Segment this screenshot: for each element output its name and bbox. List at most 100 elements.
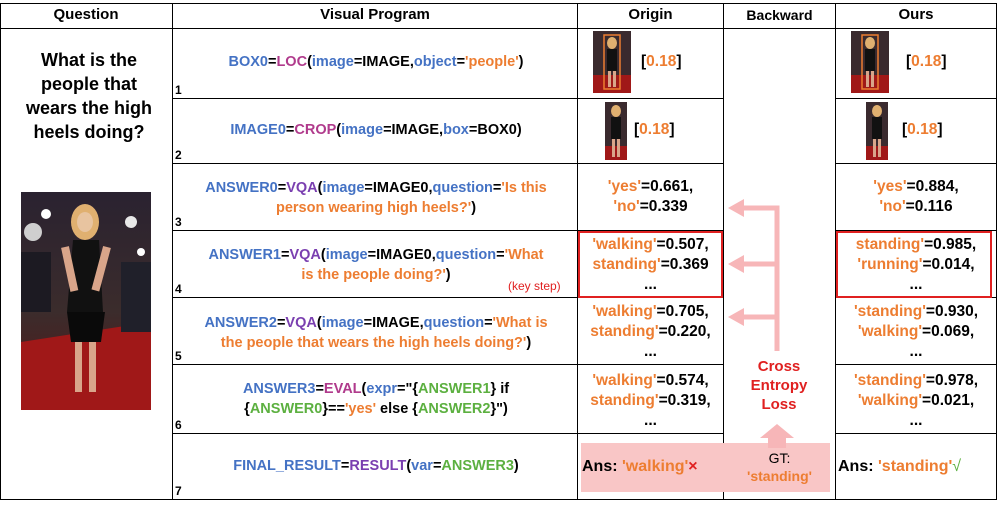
question-line: wears the high [25,98,153,118]
origin-final-answer: Ans: 'walking'× [582,458,698,475]
ours-answer0: 'yes'=0.884, 'no'=0.116 [873,178,959,215]
origin-answer2: 'walking'=0.705, standing'=0.220, ... [590,303,711,360]
step-number: 4 [175,282,182,296]
program-token: = [280,247,290,263]
program-token: LOC [276,54,308,70]
row-divider [836,98,996,99]
program-token: person wearing high heels?' [275,200,472,216]
row-divider [172,433,723,434]
header-origin: Origin [628,6,673,23]
program-token: ( [317,180,323,196]
header-divider [0,28,997,29]
program-token: = [276,315,286,331]
program-token: 'Is this [501,180,547,196]
ours-box-score: [0.18] [906,53,947,70]
arrow-head-icon [728,199,744,217]
program-token: =IMAGE0, [364,180,433,196]
program-token: BOX0 [228,54,268,70]
program-token: = [277,180,287,196]
thumbnail-illustration [866,102,888,160]
program-token: ANSWER2 [417,401,491,417]
header-visual-program: Visual Program [320,6,430,23]
ours-box-thumbnail [851,31,889,93]
ours-crop-thumbnail [866,102,888,160]
origin-answer0: 'yes'=0.661, 'no'=0.339 [607,178,694,215]
row-divider [172,163,723,164]
step-number: 1 [175,83,182,97]
program-token: ) [471,200,477,216]
program-token: ( [406,458,412,474]
program-token: FINAL_RESULT [233,458,341,474]
origin-key-step-highlight [578,231,723,298]
program-step-5: ANSWER2=VQA(image=IMAGE,question='What i… [174,313,578,353]
ours-final-answer: Ans: 'standing'√ [838,458,962,475]
row-divider [172,230,723,231]
program-token: ) [526,335,532,351]
question-line: heels doing? [33,122,145,142]
ground-truth: GT: 'standing' [747,450,812,484]
program-token: ANSWER1 [208,247,281,263]
row-divider [836,433,996,434]
program-token: ANSWER3 [242,381,316,397]
border-bottom [0,499,997,500]
row-divider [836,163,996,164]
program-token: image [321,315,364,331]
ours-answer2: 'standing'=0.930, 'walking'=0.069, ... [853,303,979,360]
program-token: box [443,122,469,138]
col-divider-1 [172,3,173,500]
program-token: = [315,381,324,397]
program-token: 'yes' [344,401,377,417]
program-token: ( [361,381,367,397]
program-token: VQA [285,315,317,331]
program-token: = [285,122,295,138]
program-token: VQA [286,180,318,196]
ours-key-step-highlight [836,231,992,298]
program-step-7: FINAL_RESULT=RESULT(var=ANSWER3) [174,456,578,476]
program-token: = [496,247,505,263]
program-token: the people that wears the high heels doi… [220,335,527,351]
arrow-head-icon [728,308,744,326]
header-ours: Ours [898,6,934,23]
origin-answer3: 'walking'=0.574, standing'=0.319, ... [590,372,711,429]
program-token: 'people' [465,54,519,70]
program-token: ANSWER0 [249,401,323,417]
final-answer-band [581,443,830,492]
program-token: =IMAGE0, [367,247,436,263]
program-token: question [432,180,493,196]
program-token: question [435,247,497,263]
check-mark-icon: √ [952,458,962,475]
program-token: ANSWER3 [441,458,514,474]
program-token: EVAL [323,381,362,397]
thumbnail-illustration [851,31,889,93]
program-token: ANSWER2 [204,315,277,331]
program-token: image [341,122,384,138]
program-token: ANSWER1 [418,381,491,397]
program-token: question [423,315,485,331]
program-token: var [411,458,433,474]
step-number: 7 [175,484,182,498]
program-token: ANSWER0 [205,180,278,196]
program-token: ( [336,122,342,138]
row-divider [172,98,723,99]
program-token: = [484,315,493,331]
program-step-1: BOX0=LOC(image=IMAGE,object='people') [174,52,578,72]
origin-answer1: 'walking'=0.507, standing'=0.369 ... [592,236,709,293]
program-token: image [325,247,368,263]
header-backward: Backward [746,7,813,23]
program-token: RESULT [349,458,407,474]
program-token: =IMAGE, [363,315,424,331]
cross-entropy-loss-label: Cross Entropy Loss [750,358,808,413]
program-token: ) [445,267,451,283]
col-divider-4 [835,3,836,500]
arrow-head-icon [728,255,744,273]
row-divider [836,230,996,231]
row-divider [172,297,723,298]
program-token: = [267,54,277,70]
program-token: ( [316,315,322,331]
origin-crop-score: [0.18] [634,121,675,138]
program-token: }== [322,401,345,417]
thumbnail-illustration [605,102,627,160]
program-token: is the people doing?' [301,267,446,283]
program-token: IMAGE0 [230,122,286,138]
